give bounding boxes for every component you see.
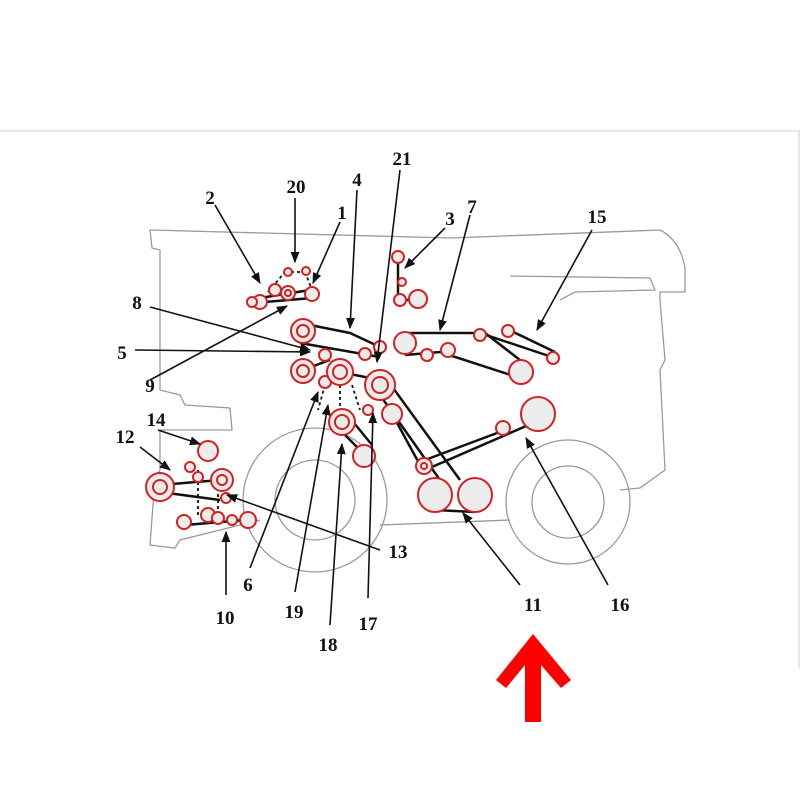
label-13: 13	[389, 542, 408, 563]
label-14: 14	[147, 410, 167, 431]
pulleys	[145, 250, 560, 530]
leader-arrows	[134, 169, 609, 626]
label-8: 8	[132, 293, 142, 314]
label-20: 20	[287, 177, 306, 198]
label-12: 12	[116, 427, 135, 448]
label-6: 6	[243, 575, 253, 596]
label-21: 21	[393, 149, 412, 170]
label-11: 11	[524, 595, 542, 616]
label-19: 19	[285, 602, 304, 623]
up-arrow-icon	[496, 634, 571, 722]
label-7: 7	[467, 197, 477, 218]
label-2: 2	[205, 188, 215, 209]
combine-outline	[149, 229, 686, 573]
label-10: 10	[216, 608, 235, 629]
label-15: 15	[588, 207, 607, 228]
label-18: 18	[319, 635, 338, 656]
label-17: 17	[359, 614, 379, 635]
label-16: 16	[611, 595, 630, 616]
number-labels: 1 2 3 4 5 6 7 8 9 10 11 12 13 14 15 16 1…	[116, 149, 630, 656]
label-5: 5	[117, 343, 127, 364]
label-3: 3	[445, 209, 455, 230]
label-4: 4	[352, 170, 362, 191]
label-9: 9	[145, 376, 155, 397]
label-1: 1	[337, 203, 347, 224]
